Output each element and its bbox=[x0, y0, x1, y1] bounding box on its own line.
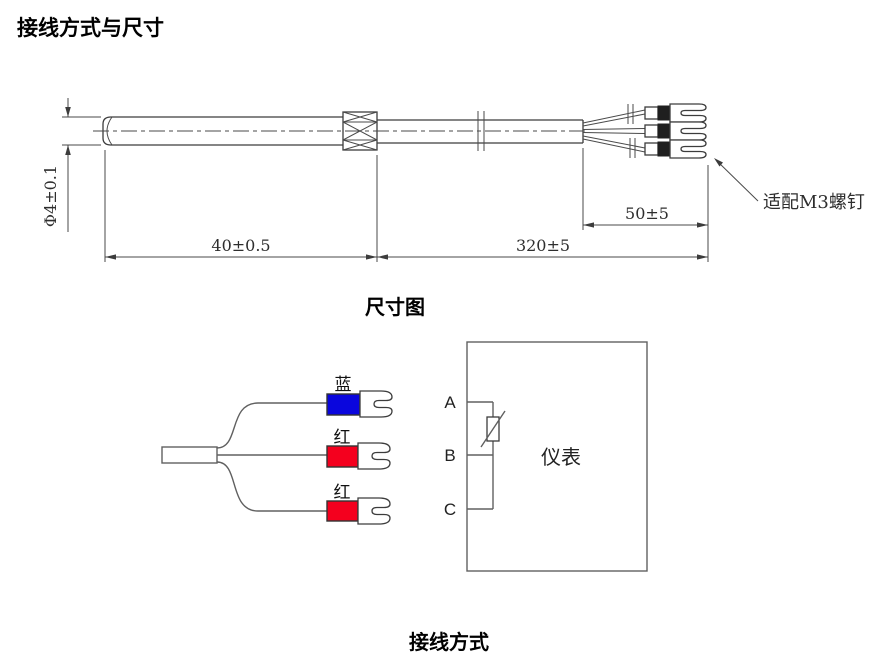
wire-red-bottom-path bbox=[216, 461, 327, 512]
instrument-box bbox=[466, 341, 648, 572]
terminal-red-middle-sleeve bbox=[326, 445, 359, 468]
rtd-slash bbox=[480, 410, 506, 448]
terminal-blue-sleeve bbox=[326, 393, 361, 416]
fork-terminal-middle bbox=[644, 121, 707, 141]
terminal-red-middle-fork bbox=[357, 442, 391, 470]
dim-diameter-label: Φ4±0.1 bbox=[41, 165, 60, 227]
dimension-diagram: Φ4±0.1 40±0.5 320±5 bbox=[41, 98, 865, 262]
wire-label-red-middle: 红 bbox=[334, 428, 351, 448]
instrument-label: 仪表 bbox=[541, 446, 581, 469]
wire-break-marks bbox=[627, 104, 636, 158]
dimension-diagram-caption: 尺寸图 bbox=[365, 297, 425, 319]
terminal-red-middle: 红 bbox=[326, 428, 391, 470]
probe-tube bbox=[102, 116, 343, 146]
sensor-circuit bbox=[467, 401, 506, 510]
wire-blue-path bbox=[216, 402, 327, 449]
wiring-diagram-caption: 接线方式 bbox=[409, 632, 489, 654]
terminal-note-label: 适配M3螺钉 bbox=[763, 192, 865, 213]
cable-stub bbox=[161, 446, 218, 464]
terminal-letter-a: A bbox=[444, 393, 456, 412]
dim-cable-length: 320±5 bbox=[377, 236, 708, 260]
terminal-red-bottom-sleeve bbox=[326, 500, 359, 522]
dim-probe-length-label: 40±0.5 bbox=[211, 236, 270, 255]
page-title: 接线方式与尺寸 bbox=[17, 17, 164, 40]
cable-break-marks bbox=[477, 111, 485, 151]
wire-label-red-bottom: 红 bbox=[334, 483, 351, 503]
terminal-letter-b: B bbox=[444, 446, 455, 465]
terminal-blue: 蓝 bbox=[326, 375, 393, 418]
dim-probe-length: 40±0.5 bbox=[105, 236, 377, 260]
terminal-red-bottom: 红 bbox=[326, 483, 391, 525]
terminal-note-leader: 适配M3螺钉 bbox=[714, 158, 865, 213]
dim-diameter: Φ4±0.1 bbox=[41, 98, 101, 232]
terminal-red-bottom-fork bbox=[357, 497, 391, 525]
fork-terminal-top bbox=[644, 103, 707, 123]
dim-lead-length: 50±5 bbox=[583, 204, 708, 228]
fork-terminal-bottom bbox=[644, 139, 707, 159]
dim-cable-length-label: 320±5 bbox=[516, 236, 570, 255]
dim-lead-length-label: 50±5 bbox=[625, 204, 669, 223]
wiring-diagram: 蓝 红 红 仪表 bbox=[161, 341, 648, 572]
terminal-blue-fork bbox=[359, 390, 393, 418]
terminal-letter-c: C bbox=[444, 500, 456, 519]
lead-wires bbox=[582, 109, 646, 153]
wire-label-blue: 蓝 bbox=[335, 375, 352, 395]
